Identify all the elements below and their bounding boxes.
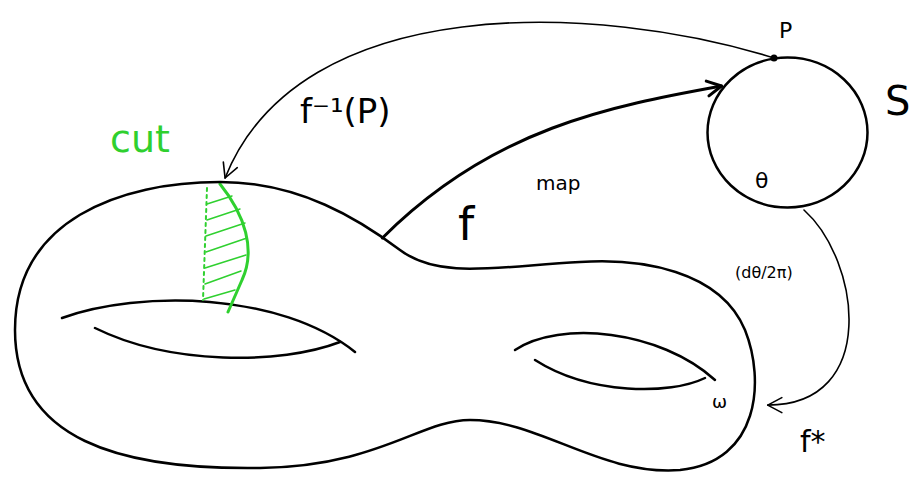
surface-outline — [15, 182, 755, 470]
angle-label: θ — [755, 168, 768, 193]
arrow-line — [768, 210, 849, 405]
map-arrow — [768, 210, 849, 413]
map-arrow — [382, 81, 721, 238]
cut-hatching — [204, 196, 247, 299]
map-label: map — [536, 172, 580, 195]
circle: SPθ — [705, 55, 870, 210]
space-name: S — [885, 78, 910, 124]
map-arrow — [223, 22, 774, 178]
arrow-line — [382, 86, 721, 238]
surface-shape — [10, 178, 770, 478]
circle-shape — [705, 55, 870, 210]
map-name: f⁻¹(P) — [300, 92, 391, 131]
circle-outline — [708, 58, 868, 208]
left-hole — [62, 301, 355, 352]
right-hole — [515, 333, 715, 380]
point-dot — [771, 55, 778, 62]
right-hole — [535, 360, 705, 389]
point-label: P — [779, 18, 792, 43]
surface: cutω — [10, 178, 770, 478]
arrow-line — [225, 22, 774, 178]
form-label: ω — [712, 392, 727, 413]
form-label: (dθ/2π) — [735, 264, 793, 282]
map-name: f — [458, 198, 474, 251]
arrow-head — [223, 162, 237, 178]
arrow-head — [768, 398, 782, 413]
cut-label: cut — [110, 118, 170, 162]
left-hole — [95, 328, 340, 358]
map-name: f* — [800, 425, 826, 460]
